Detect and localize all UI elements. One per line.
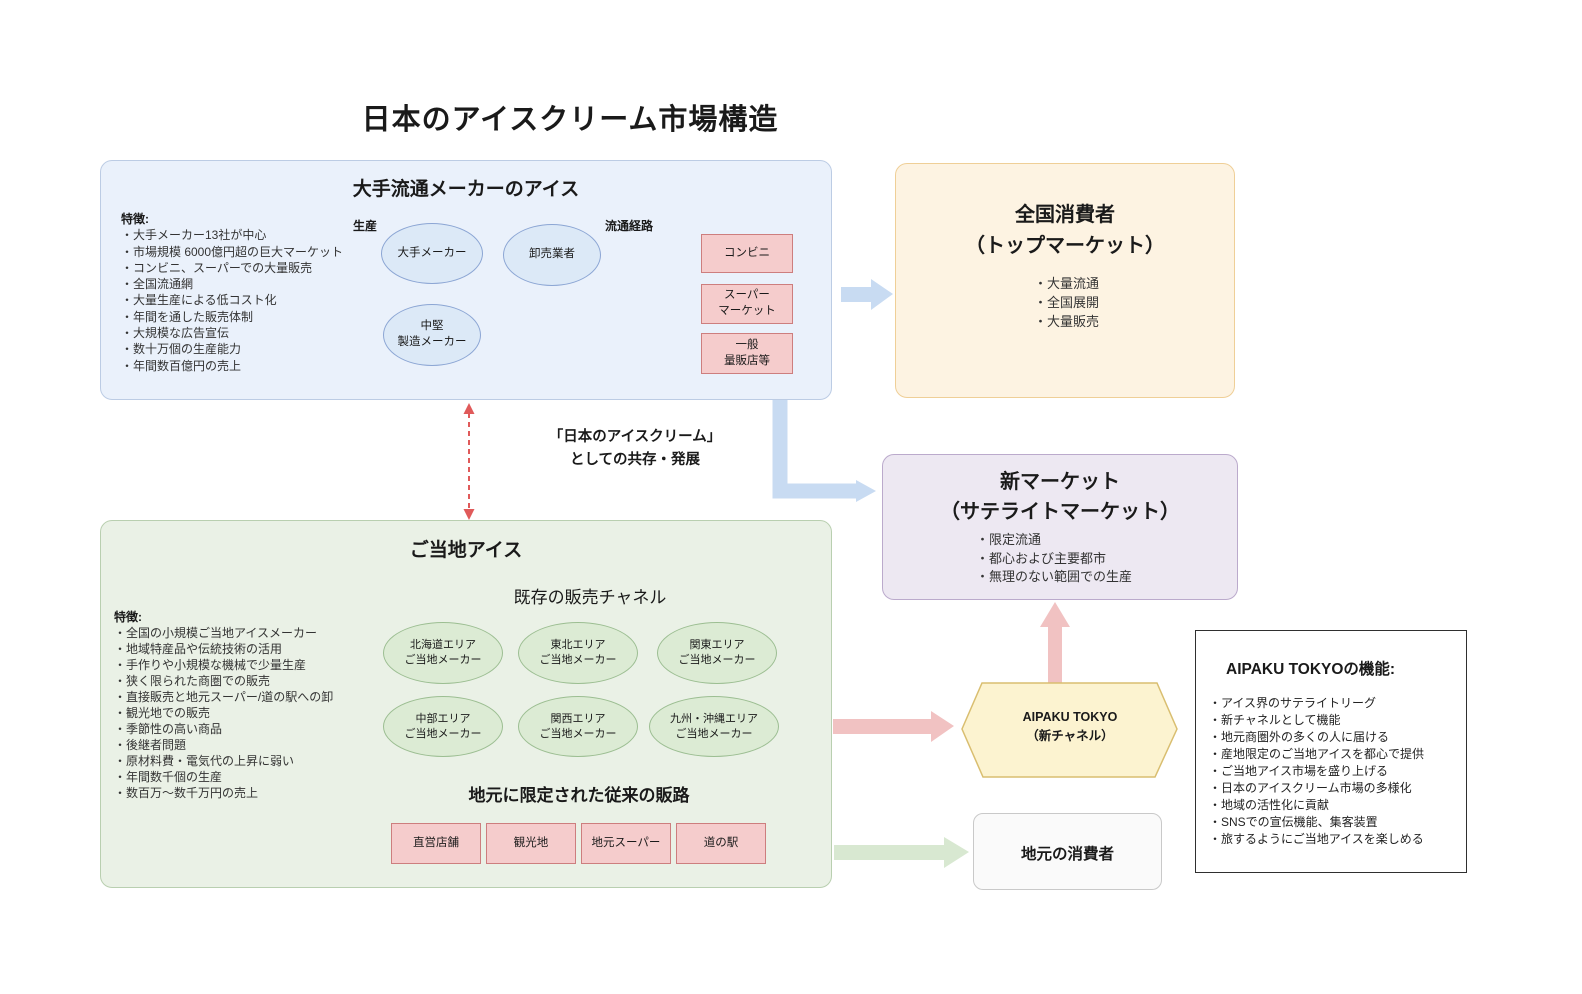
feature-item: ・年間数百億円の売上 [121, 358, 242, 373]
feature-item: ・市場規模 6000億円超の巨大マーケット [121, 244, 344, 259]
local-consumers-title: 地元の消費者 [1020, 846, 1114, 863]
bullet-item: ・限定流通 [976, 532, 1042, 547]
local-ice-box: ご当地アイス 特徴: ・全国の小規模ご当地アイスメーカー ・地域特産品や伝統技術… [100, 520, 832, 888]
bullet-item: ・大量流通 [1034, 276, 1100, 291]
function-item: ・日本のアイスクリーム市場の多様化 [1209, 781, 1412, 795]
arrow-major-to-national [841, 279, 893, 310]
outlet-supermarket: スーパー マーケット [701, 284, 793, 324]
function-item: ・旅するようにご当地アイスを楽しめる [1209, 832, 1424, 846]
bullet-item: ・無理のない範囲での生産 [976, 569, 1133, 584]
region-ellipse-tohoku: 東北エリア ご当地メーカー [518, 622, 638, 684]
new-market-title: 新マーケット （サテライトマーケット） [940, 471, 1180, 523]
existing-channels-label: 既存の販売チャネル [513, 588, 667, 607]
feature-item: ・数百万～数千万円の売上 [114, 786, 259, 800]
distribution-channel-label: 流通経路 [605, 219, 654, 233]
function-item: ・産地限定のご当地アイスを都心で提供 [1209, 747, 1425, 761]
feature-item: ・手作りや小規模な機械で少量生産 [114, 658, 307, 672]
traditional-channels-label: 地元に限定された従来の販路 [468, 786, 690, 805]
region-ellipse-hokkaido: 北海道エリア ご当地メーカー [383, 622, 503, 684]
midsize-maker-ellipse: 中堅 製造メーカー [383, 304, 481, 366]
feature-item: ・大規模な広告宣伝 [121, 326, 230, 341]
local-consumers-box: 地元の消費者 [973, 813, 1162, 890]
outlet-mass-retailer: 一般 量販店等 [701, 333, 793, 374]
arrow-major-to-new-market [772, 400, 876, 502]
local-ice-title: ご当地アイス [409, 540, 523, 561]
major-makers-title: 大手流通メーカーのアイス [352, 179, 580, 200]
coexistence-dashed-arrow [463, 403, 475, 520]
feature-item: ・直接販売と地元スーパー/道の駅への卸 [114, 690, 334, 704]
feature-item: ・後継者問題 [114, 738, 187, 752]
national-consumers-bullets: ・大量流通 ・全国展開 ・大量販売 [1034, 274, 1099, 331]
features-label: 特徴: [114, 610, 142, 624]
local-ice-features: 特徴: ・全国の小規模ご当地アイスメーカー ・地域特産品や伝統技術の活用 ・手作… [114, 609, 333, 801]
feature-item: ・地域特産品や伝統技術の活用 [114, 642, 283, 656]
feature-item: ・大手メーカー13社が中心 [121, 228, 267, 243]
feature-item: ・大量生産による低コスト化 [121, 293, 277, 308]
aipaku-hexagon-label: AIPAKU TOKYO （新チャネル） [1022, 710, 1118, 743]
major-makers-box: 大手流通メーカーのアイス 特徴: ・大手メーカー13社が中心 ・市場規模 600… [100, 160, 832, 400]
features-label: 特徴: [121, 212, 149, 226]
feature-item: ・全国流通網 [121, 277, 194, 292]
coexistence-note: 「日本のアイスクリーム」 としての共存・発展 [548, 429, 722, 469]
bullet-item: ・大量販売 [1034, 314, 1100, 329]
aipaku-functions-box: AIPAKU TOKYOの機能: ・アイス界のサテライトリーグ ・新チャネルとし… [1195, 630, 1467, 873]
feature-item: ・コンビニ、スーパーでの大量販売 [121, 260, 313, 275]
aipaku-functions-list: ・アイス界のサテライトリーグ ・新チャネルとして機能 ・地元商圏外の多くの人に届… [1209, 695, 1424, 848]
outlet-convenience: コンビニ [701, 234, 793, 273]
major-maker-ellipse: 大手メーカー [381, 223, 483, 284]
wholesaler-ellipse: 卸売業者 [503, 224, 601, 286]
region-ellipse-kansai: 関西エリア ご当地メーカー [518, 696, 638, 757]
feature-item: ・年間を通した販売体制 [121, 309, 254, 324]
feature-item: ・年間数千個の生産 [114, 770, 223, 784]
channel-direct-store: 直営店舗 [391, 823, 481, 864]
function-item: ・地元商圏外の多くの人に届ける [1209, 730, 1390, 744]
feature-item: ・観光地での販売 [114, 706, 211, 720]
national-consumers-title: 全国消費者 （トップマーケット） [965, 204, 1165, 257]
bullet-item: ・都心および主要都市 [976, 550, 1107, 566]
arrow-aipaku-to-new-market [1040, 602, 1070, 683]
new-market-bullets: ・限定流通 ・都心および主要都市 ・無理のない範囲での生産 [976, 531, 1132, 587]
major-makers-features: 特徴: ・大手メーカー13社が中心 ・市場規模 6000億円超の巨大マーケット … [121, 211, 343, 374]
new-market-box: 新マーケット （サテライトマーケット） ・限定流通 ・都心および主要都市 ・無理… [882, 454, 1238, 600]
national-consumers-box: 全国消費者 （トップマーケット） ・大量流通 ・全国展開 ・大量販売 [895, 163, 1235, 398]
feature-item: ・季節性の高い商品 [114, 722, 223, 736]
feature-item: ・全国の小規模ご当地アイスメーカー [114, 626, 318, 640]
arrow-local-to-aipaku [833, 711, 954, 742]
function-item: ・新チャネルとして機能 [1209, 713, 1341, 727]
bullet-item: ・全国展開 [1034, 295, 1100, 310]
feature-item: ・狭く限られた商圏での販売 [114, 674, 271, 688]
region-ellipse-chubu: 中部エリア ご当地メーカー [383, 696, 503, 757]
function-item: ・アイス界のサテライトリーグ [1209, 696, 1377, 710]
aipaku-functions-title: AIPAKU TOKYOの機能: [1226, 661, 1396, 678]
channel-local-supermarket: 地元スーパー [581, 823, 671, 864]
page-title: 日本のアイスクリーム市場構造 [361, 104, 779, 136]
function-item: ・地域の活性化に貢献 [1209, 798, 1330, 812]
production-label: 生産 [353, 219, 378, 233]
arrow-local-to-consumers [834, 837, 969, 868]
region-ellipse-kyushu-okinawa: 九州・沖縄エリア ご当地メーカー [649, 696, 779, 757]
function-item: ・SNSでの宣伝機能、集客装置 [1209, 815, 1378, 829]
function-item: ・ご当地アイス市場を盛り上げる [1209, 764, 1389, 778]
feature-item: ・数十万個の生産能力 [121, 342, 242, 357]
channel-roadside-station: 道の駅 [676, 823, 766, 864]
channel-tourist-spot: 観光地 [486, 823, 576, 864]
feature-item: ・原材料費・電気代の上昇に弱い [114, 754, 295, 768]
region-ellipse-kanto: 関東エリア ご当地メーカー [657, 622, 777, 684]
